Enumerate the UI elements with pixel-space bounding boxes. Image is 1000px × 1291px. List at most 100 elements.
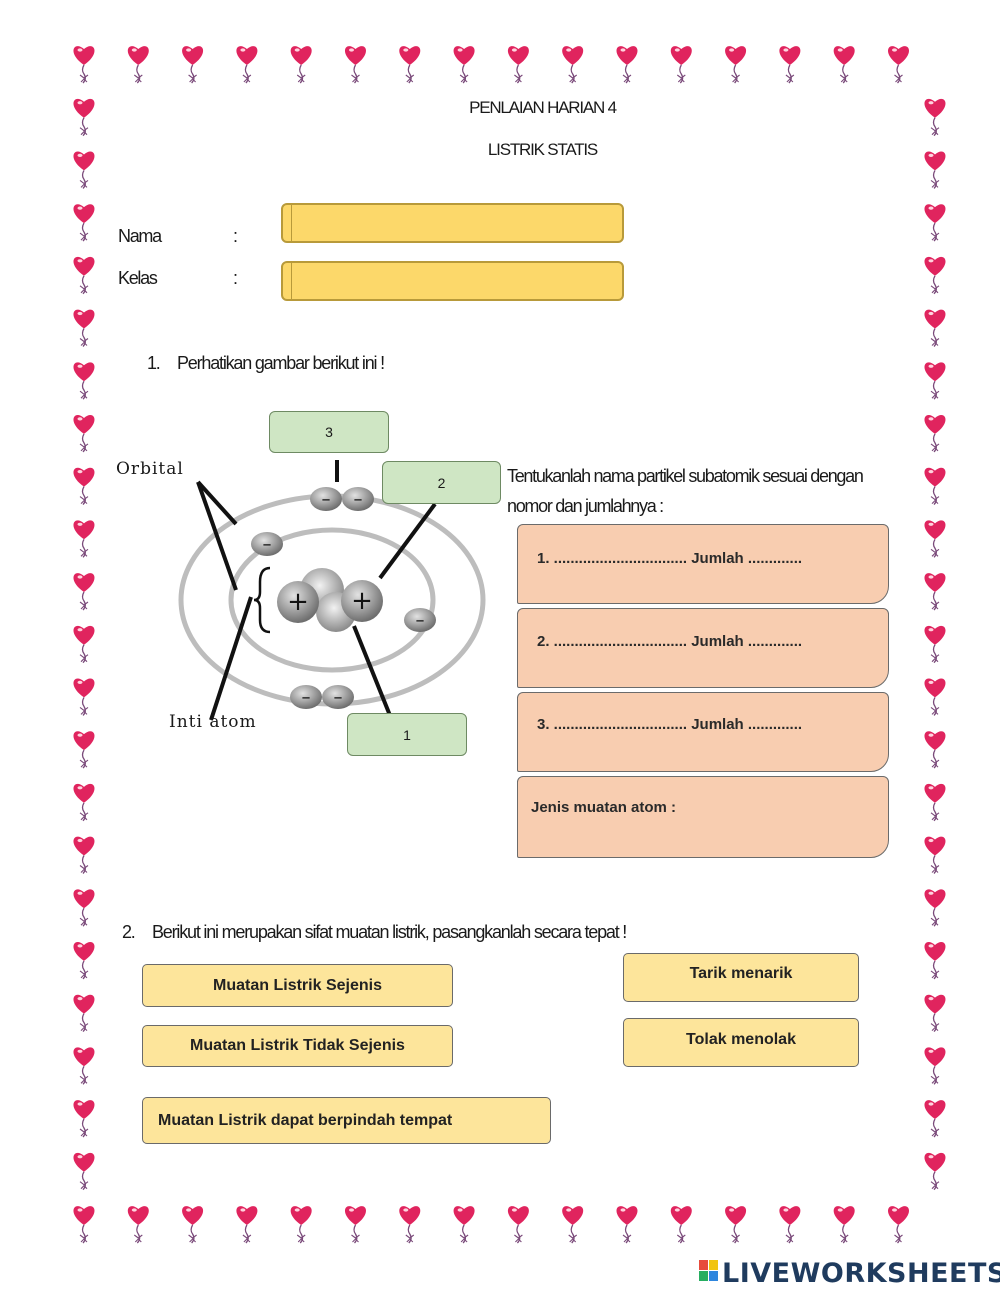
- heart-icon: [73, 204, 95, 242]
- heart-icon: [344, 46, 367, 84]
- heart-icon: [73, 309, 95, 347]
- heart-icon: [73, 467, 95, 506]
- heart-icon: [924, 942, 946, 980]
- heart-icon: [73, 625, 95, 664]
- heart-icon: [73, 1047, 95, 1085]
- heart-icon: [924, 573, 946, 611]
- heart-icon: [73, 573, 95, 611]
- heart-icon: [924, 362, 946, 400]
- heart-icon: [127, 46, 149, 84]
- heart-icon: [887, 1206, 910, 1244]
- worksheet-title: PENLAIAN HARIAN 4: [469, 98, 617, 117]
- heart-icon: [924, 678, 946, 716]
- svg-text:–: –: [416, 610, 425, 631]
- heart-icon: [290, 46, 312, 84]
- heart-icon: [182, 46, 204, 84]
- heart-icon: [73, 783, 95, 822]
- heart-icon: [507, 46, 529, 84]
- heart-icon: [924, 204, 946, 242]
- heart-icon: [73, 256, 95, 295]
- pointer-lines: [196, 460, 437, 721]
- question2-number: 2.: [122, 922, 136, 942]
- class-input[interactable]: [281, 261, 624, 301]
- question1-text: Perhatikan gambar berikut ini !: [177, 353, 385, 373]
- heart-icon: [924, 731, 946, 769]
- heart-icon: [779, 46, 801, 84]
- card-tarik-menarik[interactable]: Tarik menarik: [623, 953, 859, 1002]
- heart-icon: [924, 1152, 946, 1191]
- heart-icon: [616, 1206, 638, 1244]
- heart-icon: [73, 1152, 95, 1191]
- heart-icon: [236, 46, 258, 84]
- heart-icon: [73, 889, 95, 927]
- heart-icon: [725, 1206, 747, 1244]
- answer-row-2[interactable]: 2. ................................ Juml…: [517, 608, 889, 688]
- card-muatan-sejenis[interactable]: Muatan Listrik Sejenis: [142, 964, 453, 1007]
- heart-icon: [127, 1206, 149, 1244]
- answer-row-2-text: 2. ................................ Juml…: [537, 633, 803, 650]
- heart-icon: [73, 151, 95, 189]
- heart-icon: [616, 46, 638, 84]
- heart-icon: [73, 1100, 95, 1138]
- heart-icon: [453, 46, 475, 84]
- atom-charge-label: Jenis muatan atom :: [531, 799, 677, 816]
- heart-icon: [182, 1206, 204, 1244]
- heart-icon: [507, 1206, 529, 1244]
- card-muatan-tidak-sejenis[interactable]: Muatan Listrik Tidak Sejenis: [142, 1025, 453, 1067]
- heart-icon: [73, 731, 95, 769]
- heart-icon: [725, 46, 747, 84]
- heart-icon: [670, 1206, 692, 1244]
- svg-text:+: +: [351, 586, 373, 616]
- svg-text:–: –: [263, 534, 272, 555]
- answer-row-1[interactable]: 1. ................................ Juml…: [517, 524, 889, 604]
- answer-row-1-text: 1. ................................ Juml…: [537, 550, 803, 567]
- heart-icon: [73, 942, 95, 980]
- heart-icon: [924, 520, 946, 558]
- heart-icon: [833, 1206, 855, 1244]
- question1-number: 1.: [147, 353, 161, 373]
- heart-icon: [833, 46, 855, 84]
- heart-icon: [399, 1206, 421, 1244]
- card-tolak-menolak[interactable]: Tolak menolak: [623, 1018, 859, 1067]
- heart-icon: [924, 467, 946, 506]
- atom-diagram: + + – – – – – –: [178, 460, 486, 721]
- answer-box-2[interactable]: 2: [382, 461, 501, 504]
- answer-row-3[interactable]: 3. ................................ Juml…: [517, 692, 889, 772]
- nucleus-label: Inti atom: [169, 712, 257, 732]
- card-muatan-berpindah[interactable]: Muatan Listrik dapat berpindah tempat: [142, 1097, 551, 1144]
- heart-icon: [453, 1206, 475, 1244]
- question1-instruction-line2: nomor dan jumlahnya :: [507, 496, 664, 516]
- svg-text:+: +: [287, 587, 309, 617]
- question1-instruction-line1: Tentukanlah nama partikel subatomik sesu…: [507, 466, 864, 486]
- liveworksheets-logo-text: LIVEWORKSHEETS: [722, 1258, 1000, 1289]
- svg-text:–: –: [354, 489, 363, 510]
- heart-icon: [562, 1206, 584, 1244]
- worksheet-subtitle: LISTRIK STATIS: [487, 140, 598, 159]
- heart-icon: [924, 1047, 946, 1085]
- heart-icon: [924, 151, 946, 189]
- svg-text:–: –: [334, 687, 343, 708]
- heart-icon: [73, 415, 95, 453]
- class-colon: :: [233, 268, 238, 288]
- liveworksheets-logo-icon: [699, 1260, 718, 1281]
- heart-icon: [290, 1206, 312, 1244]
- heart-icon: [924, 994, 946, 1033]
- heart-icon: [924, 1100, 946, 1138]
- heart-icon: [73, 836, 95, 874]
- answer-box-1[interactable]: 1: [347, 713, 467, 756]
- answer-box-3[interactable]: 3: [269, 411, 389, 453]
- heart-icon: [73, 520, 95, 558]
- heart-icon: [73, 98, 95, 137]
- orbital-label: Orbital: [116, 459, 184, 479]
- class-label: Kelas: [118, 268, 158, 288]
- name-input[interactable]: [281, 203, 624, 243]
- atom-charge-row[interactable]: Jenis muatan atom :: [517, 776, 889, 858]
- heart-icon: [73, 46, 95, 84]
- answer-row-3-text: 3. ................................ Juml…: [537, 716, 803, 733]
- name-colon: :: [233, 226, 238, 246]
- question2-text: Berikut ini merupakan sifat muatan listr…: [152, 922, 627, 942]
- heart-icon: [73, 1206, 95, 1244]
- heart-icon: [73, 362, 95, 400]
- nucleus: + +: [277, 568, 383, 632]
